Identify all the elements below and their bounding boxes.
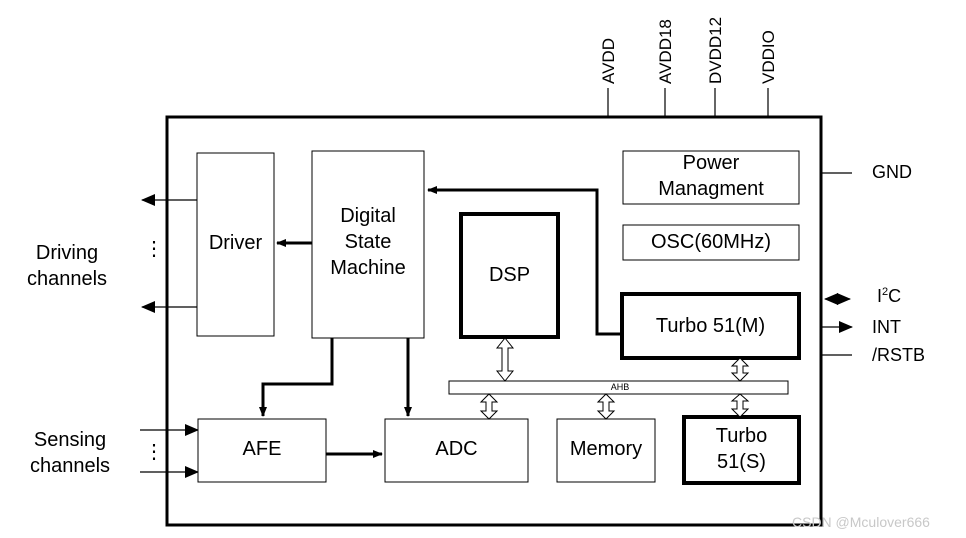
i2c-label-tail: C xyxy=(888,286,902,306)
adc-block xyxy=(384,418,529,483)
i2c-label: I2C xyxy=(877,286,901,307)
sensing-line1: Sensing xyxy=(33,429,107,451)
afe-block xyxy=(197,418,327,483)
adc-bus-connector xyxy=(479,393,499,420)
driver-block xyxy=(196,152,275,337)
avdd-label: AVDD xyxy=(599,38,618,84)
memory-block xyxy=(556,418,656,483)
dsm-line2: State xyxy=(344,231,392,253)
i2c-label-base: I xyxy=(877,286,883,306)
dvdd12-label: DVDD12 xyxy=(706,16,725,84)
bus-connectors xyxy=(479,337,750,420)
memory-label: Memory xyxy=(569,438,643,460)
dsm-to-afe-arrow xyxy=(259,338,334,417)
turbo-51-m-label: Turbo 51(M) xyxy=(655,315,766,337)
sensing-line2: channels xyxy=(29,455,111,477)
dsm-label: Digital State Machine xyxy=(312,203,424,281)
power-management-label: Power Managment xyxy=(623,150,799,202)
adc-label: ADC xyxy=(435,438,478,460)
power-line1: Power xyxy=(682,152,740,174)
i2c-label-sup: 2 xyxy=(882,286,889,298)
turbo-s-line1: Turbo xyxy=(715,425,768,447)
turbo-51-m-block xyxy=(620,292,801,360)
watermark: CSDN @Mculover666 xyxy=(792,514,930,530)
sensing-channels-label: Sensing channels xyxy=(14,427,126,479)
driving-ellipsis: ⋮ xyxy=(144,238,164,260)
rstb-label: /RSTB xyxy=(872,345,926,365)
osc-block xyxy=(622,224,800,261)
ahb-label: AHB xyxy=(610,382,630,392)
sensing-ellipsis: ⋮ xyxy=(144,441,164,463)
avdd18-label: AVDD18 xyxy=(656,19,675,84)
osc-label: OSC(60MHz) xyxy=(650,231,771,253)
int-label: INT xyxy=(872,317,901,337)
gnd-label: GND xyxy=(872,162,912,182)
driving-line1: Driving xyxy=(35,242,99,264)
turbo-m-to-dsm-arrow xyxy=(427,186,622,336)
power-line2: Managment xyxy=(658,178,764,200)
power-management-block xyxy=(622,150,800,205)
driving-line2: channels xyxy=(26,268,108,290)
dsm-line3: Machine xyxy=(330,257,406,279)
dsp-bus-connector xyxy=(495,337,515,382)
driving-channels-label: Driving channels xyxy=(12,240,122,292)
chip-outline xyxy=(165,115,823,527)
digital-state-machine-block xyxy=(311,150,425,339)
dsp-label: DSP xyxy=(488,264,531,286)
turbo-m-bus-connector xyxy=(730,357,750,382)
memory-bus-connector xyxy=(596,393,616,420)
turbo-51-s-block xyxy=(682,415,801,485)
afe-label: AFE xyxy=(242,438,282,460)
dsp-block xyxy=(459,212,560,339)
turbo-s-line2: 51(S) xyxy=(717,451,766,473)
turbo-s-bus-connector xyxy=(730,393,750,418)
vddio-label: VDDIO xyxy=(759,30,778,84)
driver-label: Driver xyxy=(208,232,263,254)
ahb-bus xyxy=(448,380,789,395)
turbo-51-s-label: Turbo 51(S) xyxy=(684,423,799,475)
dsm-line1: Digital xyxy=(340,205,396,227)
